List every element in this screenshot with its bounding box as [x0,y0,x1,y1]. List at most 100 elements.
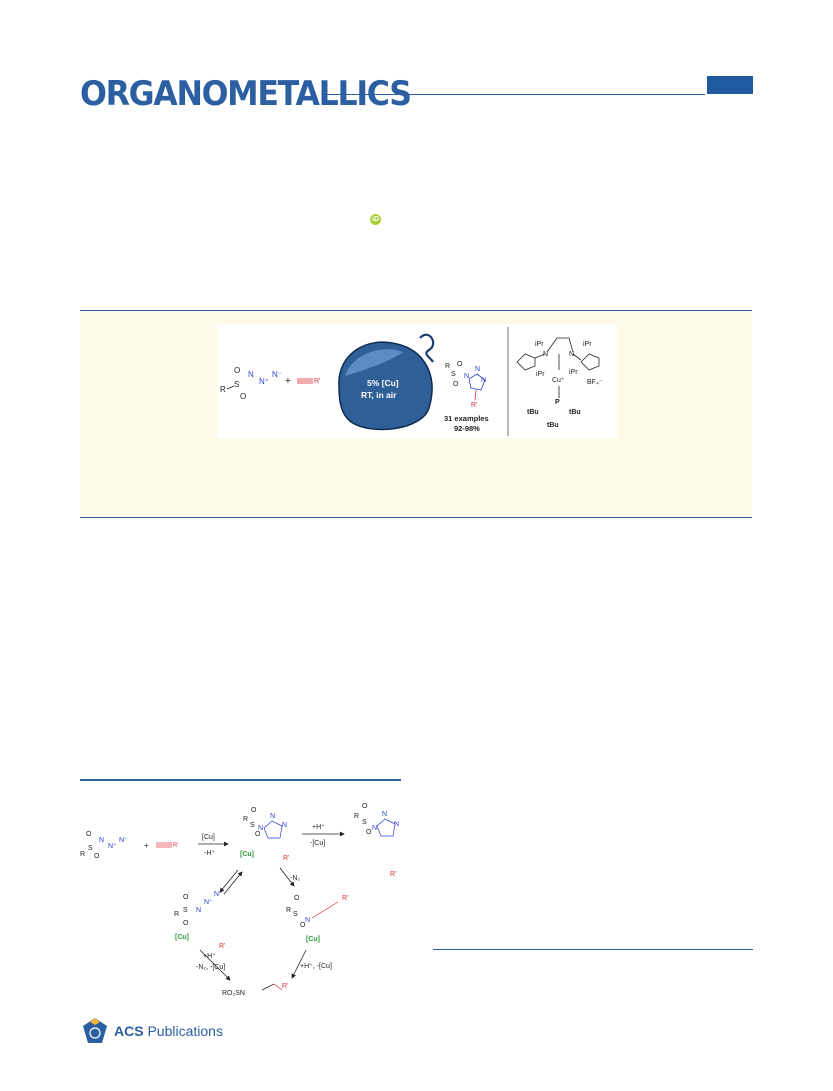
orcid-icon[interactable]: iD [370,214,381,225]
svg-text:O: O [251,807,257,814]
scheme-sulfonyl-azide: R S O O N N⁺ N⁻ [80,831,128,860]
svg-text:-N₂, -[Cu]: -N₂, -[Cu] [196,964,225,971]
svg-text:tBu: tBu [527,409,539,416]
svg-text:[Cu]: [Cu] [202,834,215,841]
svg-text:BF₄⁻: BF₄⁻ [587,379,603,386]
svg-text:N⁻: N⁻ [272,370,282,379]
scheme-ketenimine: RO₂SN R' [222,983,288,997]
svg-text:P: P [555,399,560,406]
svg-text:N: N [248,370,254,379]
svg-text:O: O [183,894,189,901]
toc-plus: + [285,376,291,387]
svg-text:iPr: iPr [536,371,545,378]
toc-r-label: R [220,385,226,394]
svg-text:N: N [481,377,486,384]
section-tab [707,76,753,94]
mechanism-scheme: R S O O N N⁺ N⁻ + R' [Cu] -H⁺ R S O O N … [80,803,399,997]
svg-text:N⁻: N⁻ [119,837,128,844]
svg-text:Cu⁺: Cu⁺ [552,377,565,384]
svg-text:S: S [234,380,239,389]
svg-text:R': R' [173,843,178,849]
svg-text:[Cu]: [Cu] [306,936,320,943]
abstract-box: R S O O N N⁺ N⁻ + R' 5% [Cu] RT, in air … [80,310,752,518]
svg-text:O: O [294,895,300,902]
svg-text:S: S [293,911,298,918]
svg-text:+H⁺, -[Cu]: +H⁺, -[Cu] [300,963,332,970]
svg-text:N: N [196,907,201,914]
svg-text:S: S [451,371,456,378]
svg-text:+: + [144,841,149,850]
column-rule [433,949,753,950]
svg-text:iPr: iPr [535,341,544,348]
svg-text:S: S [250,822,255,829]
masthead-rule [326,94,705,95]
svg-text:R: R [174,911,179,918]
svg-text:O: O [366,829,372,836]
toc-yield: 92-98% [454,424,480,433]
svg-text:N: N [270,813,275,820]
svg-text:S: S [362,819,367,826]
svg-text:+H⁺: +H⁺ [312,824,325,831]
journal-masthead: ORGANOMETALLICS [80,74,755,114]
acs-seal-icon [83,1018,107,1043]
acs-publications-text: ACS Publications [114,1023,223,1039]
svg-text:O: O [457,361,463,368]
svg-text:N⁺: N⁺ [108,843,117,850]
svg-text:N: N [382,811,387,818]
svg-text:N: N [569,351,574,358]
svg-text:[Cu]: [Cu] [175,934,189,941]
mouse-text-line2: RT, in air [361,390,397,400]
svg-text:N: N [305,917,310,924]
svg-text:RO₂SN: RO₂SN [222,990,245,997]
svg-text:+H⁺: +H⁺ [203,953,216,960]
svg-text:N: N [282,822,287,829]
svg-text:-N₂: -N₂ [290,875,300,882]
svg-text:O: O [300,922,306,929]
toc-alkyne: R' [297,378,320,385]
svg-text:tBu: tBu [569,409,581,416]
svg-text:R': R' [314,378,320,385]
svg-text:N⁺: N⁺ [259,377,269,386]
svg-text:N⁺: N⁺ [204,899,213,906]
svg-text:R: R [243,816,248,823]
svg-text:[Cu]: [Cu] [240,851,254,858]
mouse-text-line1: 5% [Cu] [367,378,399,388]
toc-examples: 31 examples [444,414,489,423]
svg-text:N: N [258,825,263,832]
scheme-alkyne: R' [156,842,178,849]
scheme-ynamide-intermediate: R S O O N R' [Cu] [286,895,348,943]
svg-text:tBu: tBu [547,422,559,429]
toc-graphic: R S O O N N⁺ N⁻ + R' 5% [Cu] RT, in air … [217,324,617,438]
svg-text:R: R [445,363,450,370]
svg-text:N: N [394,821,399,828]
toc-catalyst-structure: N N iPr iPr iPr iPr Cu⁺ BF₄⁻ P tBu tBu t… [516,337,603,429]
svg-text:O: O [86,831,92,838]
svg-text:N: N [475,366,480,373]
svg-text:O: O [240,392,246,401]
svg-text:N: N [99,837,104,844]
scheme-triazole-product: R S O O N N N R' [354,803,399,878]
svg-text:N: N [543,351,548,358]
computer-mouse-icon: 5% [Cu] RT, in air [338,333,435,431]
svg-text:iPr: iPr [583,341,592,348]
svg-text:R': R' [471,402,477,409]
svg-text:iPr: iPr [569,369,578,376]
svg-text:O: O [183,920,189,927]
svg-text:N⁻: N⁻ [214,891,223,898]
svg-text:-[Cu]: -[Cu] [310,840,325,847]
svg-text:O: O [453,381,459,388]
svg-text:O: O [255,831,261,838]
svg-text:R': R' [219,943,225,950]
svg-text:R: R [286,907,291,914]
svg-text:N: N [464,373,469,380]
scheme-copper-triazolide: R S O O N N N [Cu] R' [240,807,289,862]
svg-text:S: S [88,845,93,852]
svg-text:O: O [362,803,368,810]
svg-text:R: R [354,813,359,820]
svg-text:R': R' [283,855,289,862]
acs-publications-logo[interactable]: ACS Publications [80,1016,280,1046]
scheme-rule [80,779,401,781]
svg-text:N: N [372,825,377,832]
svg-text:R': R' [342,895,348,902]
svg-text:R: R [80,851,85,858]
